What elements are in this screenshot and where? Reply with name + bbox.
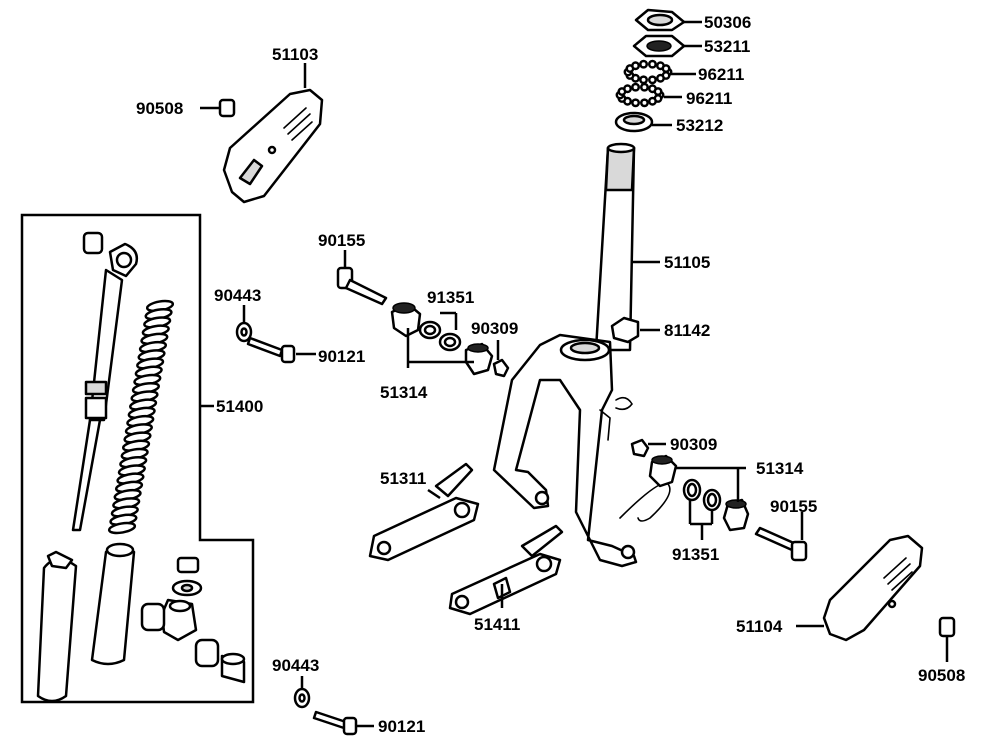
label-51103: 51103 bbox=[272, 45, 318, 64]
label-53211: 53211 bbox=[704, 37, 750, 56]
part-53211-nut bbox=[632, 34, 686, 58]
part-90508-bolt-a bbox=[218, 98, 236, 118]
shock-damper-body bbox=[90, 542, 136, 666]
part-51103-cover bbox=[222, 88, 324, 204]
label-50306: 50306 bbox=[704, 13, 751, 32]
label-90155-a: 90155 bbox=[318, 231, 365, 250]
part-96211-bearing-a bbox=[623, 59, 673, 85]
label-90508-b: 90508 bbox=[918, 666, 965, 685]
shock-assembly-frame bbox=[20, 213, 255, 704]
label-90443-b: 90443 bbox=[272, 656, 319, 675]
fork-spring-clip bbox=[615, 396, 671, 522]
label-51314-b: 51314 bbox=[756, 459, 804, 478]
part-91351-oring-b1 bbox=[682, 478, 702, 502]
label-51104: 51104 bbox=[736, 617, 783, 636]
label-51311: 51311 bbox=[380, 469, 426, 488]
label-51105: 51105 bbox=[664, 253, 710, 272]
part-51104-cover bbox=[822, 534, 924, 642]
part-51314-bushing-a1 bbox=[390, 302, 422, 338]
part-51411-link-arm bbox=[448, 524, 564, 616]
label-91351-a: 91351 bbox=[427, 288, 474, 307]
label-90155-b: 90155 bbox=[770, 497, 817, 516]
fork-steering-stem bbox=[594, 142, 636, 352]
part-91351-oring-a1 bbox=[418, 320, 442, 340]
part-50306-locknut bbox=[634, 8, 686, 32]
label-90121-b: 90121 bbox=[378, 717, 425, 736]
label-96211-b: 96211 bbox=[686, 89, 732, 108]
part-90121-bolt-a bbox=[246, 336, 296, 364]
shock-absorber-rod bbox=[71, 231, 139, 532]
label-81142: 81142 bbox=[664, 321, 710, 340]
label-96211-a: 96211 bbox=[698, 65, 744, 84]
part-51314-bushing-b2 bbox=[722, 498, 750, 532]
label-90121-a: 90121 bbox=[318, 347, 365, 366]
label-51411: 51411 bbox=[474, 615, 520, 634]
shock-lower-tube bbox=[36, 550, 78, 703]
part-90309-nut-b bbox=[630, 438, 650, 458]
part-90508-bolt-b bbox=[938, 616, 956, 638]
part-51314-bushing-a2 bbox=[464, 342, 494, 376]
part-90121-bolt-b bbox=[312, 710, 358, 736]
part-91351-oring-b2 bbox=[702, 488, 722, 512]
part-90443-washer-b bbox=[293, 687, 311, 709]
fork-body bbox=[492, 333, 638, 568]
label-90508-a: 90508 bbox=[136, 99, 183, 118]
label-90309-a: 90309 bbox=[471, 319, 518, 338]
label-91351-b: 91351 bbox=[672, 545, 719, 564]
part-90155-bolt-b bbox=[754, 526, 808, 562]
shock-spring bbox=[107, 299, 175, 535]
part-81142-clip bbox=[610, 316, 640, 344]
part-90309-nut-a bbox=[492, 358, 510, 378]
label-51314-a: 51314 bbox=[380, 383, 428, 402]
label-53212: 53212 bbox=[676, 116, 723, 135]
part-51311-link-arm bbox=[368, 462, 480, 562]
label-90309-b: 90309 bbox=[670, 435, 717, 454]
label-90443-a: 90443 bbox=[214, 286, 261, 305]
part-91351-oring-a2 bbox=[438, 332, 462, 352]
label-51400: 51400 bbox=[216, 397, 263, 416]
part-51314-bushing-b1 bbox=[648, 454, 678, 488]
shock-bushings bbox=[140, 556, 246, 684]
part-90155-bolt-a bbox=[336, 266, 388, 306]
part-53212-race bbox=[614, 111, 654, 133]
part-90443-washer-a bbox=[235, 321, 253, 343]
part-96211-bearing-b bbox=[615, 82, 665, 108]
leader-lines bbox=[200, 20, 949, 728]
